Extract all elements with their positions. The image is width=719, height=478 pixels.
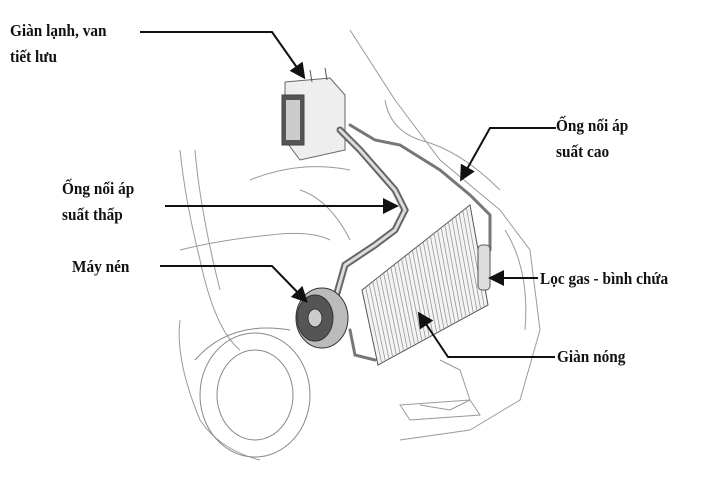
high-pressure-arrow: [460, 127, 556, 182]
condenser-fin: [379, 275, 397, 356]
condenser-arrow: [417, 311, 555, 358]
condenser-fin: [451, 219, 471, 316]
high-pressure-label: Ống nối áp suất cao: [556, 113, 628, 165]
condenser-fin: [376, 278, 394, 358]
condenser-label: Giàn nóng: [557, 347, 626, 366]
condenser-fin: [419, 244, 438, 334]
compressor-label: Máy nén: [72, 257, 130, 276]
condenser-fin: [426, 238, 445, 330]
evaporator-label-line2: tiết lưu: [10, 47, 58, 66]
low-pressure-label: Ống nối áp suất thấp: [62, 176, 134, 228]
condenser-fin: [437, 230, 456, 324]
evaporator-arrow: [140, 31, 306, 80]
condenser-fin: [386, 270, 405, 352]
receiver-drier-label: Lọc gas - bình chứa: [540, 269, 669, 288]
condenser-fin: [430, 236, 449, 328]
condenser-fin: [444, 224, 463, 320]
condenser-fin: [390, 267, 408, 350]
hood-outline: [349, 29, 541, 441]
compressor: [295, 287, 349, 349]
evaporator-unit: [281, 67, 346, 161]
condenser-fin: [365, 287, 383, 364]
condenser-fin: [466, 207, 485, 308]
wheel: [194, 327, 311, 458]
condenser-fin: [455, 216, 474, 314]
condenser-fin: [383, 272, 401, 354]
condenser-fin: [401, 258, 419, 344]
low-pressure-label-line1: Ống nối áp: [62, 179, 135, 198]
high-pressure-pipe: [348, 123, 492, 252]
condenser-fin: [458, 213, 478, 312]
condenser-fin: [440, 227, 460, 322]
condenser: [361, 204, 489, 366]
condenser-fin: [372, 281, 390, 360]
condenser-fin: [433, 233, 452, 326]
low-pressure-label-line2: suất thấp: [62, 205, 123, 224]
condenser-fin: [397, 261, 416, 346]
condenser-fin: [448, 221, 467, 318]
condenser-fin: [422, 241, 441, 332]
high-pressure-label-line1: Ống nối áp: [556, 116, 629, 135]
compressor-arrow: [160, 265, 308, 303]
evaporator-label-line1: Giàn lạnh, van: [10, 21, 107, 40]
receiver-drier: [477, 244, 491, 291]
condenser-fin: [368, 284, 386, 362]
condenser-fin: [394, 264, 412, 348]
high-pressure-label-line2: suất cao: [556, 142, 610, 161]
evaporator-label: Giàn lạnh, van tiết lưu: [10, 18, 107, 70]
condenser-fin: [462, 210, 482, 310]
